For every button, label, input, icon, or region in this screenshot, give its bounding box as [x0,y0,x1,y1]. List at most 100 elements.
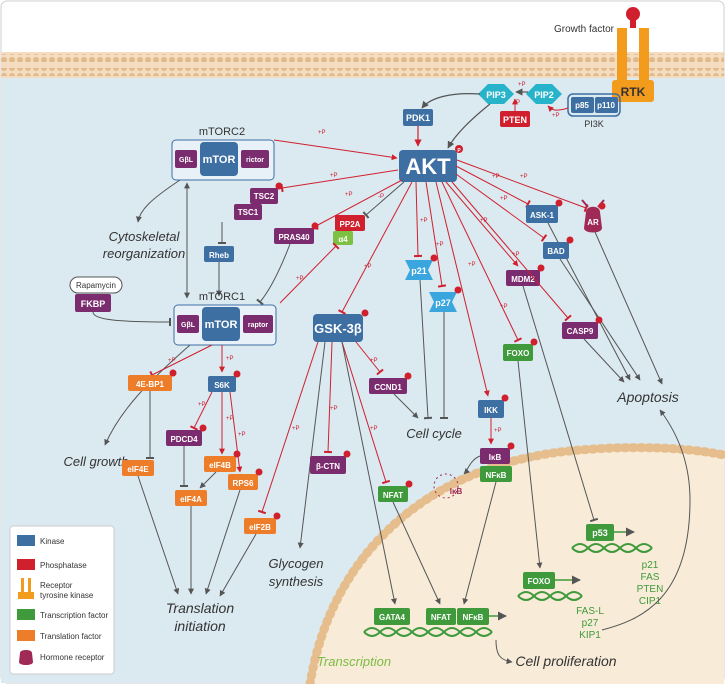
svg-text:+P: +P [512,252,520,258]
growth-factor-icon [626,7,640,21]
mtorc2-g8l-node [175,150,197,168]
growth-factor-label: Growth factor [554,24,615,35]
svg-text:+P: +P [500,304,508,310]
svg-text:MDM2: MDM2 [511,275,535,284]
cytoskeletal-label: Cytoskeletal [109,229,181,244]
mdm2-node [506,270,540,286]
mtorc1-g8l-node [177,315,199,333]
svg-text:+P: +P [420,218,428,224]
svg-text:4E-BP1: 4E-BP1 [136,380,165,389]
svg-text:FKBP: FKBP [81,299,106,309]
svg-text:AKT: AKT [405,154,451,179]
tsc2-node [250,188,278,204]
tsc1-node [234,204,262,220]
cell-proliferation-label: Cell proliferation [515,653,616,669]
svg-text:+P: +P [330,406,338,412]
nfat-cytoplasmic-node [378,486,408,502]
svg-text:+P: +P [520,174,528,180]
gata4-node [374,608,410,625]
p53-target-1: FAS [641,572,660,583]
foxo-nuclear-node [523,572,555,589]
rictor-node [241,150,269,168]
translation-initiation-label: Translation [166,600,234,616]
svg-text:p53: p53 [592,528,608,538]
svg-text:+P: +P [168,358,176,364]
p21-node [405,260,433,280]
alpha4-node [333,231,353,245]
p53-target-0: p21 [642,560,659,571]
svg-text:PTEN: PTEN [503,115,527,125]
svg-text:+P: +P [226,416,234,422]
cell-growth-label: Cell growth [63,454,128,469]
svg-text:+P: +P [500,196,508,202]
pi3k-label: PI3K [584,119,604,129]
svg-text:PP2A: PP2A [340,220,361,229]
svg-text:NFAT: NFAT [431,613,451,622]
svg-text:PDCD4: PDCD4 [170,435,198,444]
foxo-cytoplasmic-node [503,344,533,361]
svg-text:p85: p85 [575,101,589,110]
mtorc2-mtor-node [200,142,238,176]
p85-node [571,97,594,113]
svg-text:+P: +P [330,173,338,179]
receptor-icon [18,578,34,599]
svg-text:+P: +P [494,428,502,434]
pip3-node [478,84,514,104]
svg-text:FOXO: FOXO [507,349,530,358]
s6k-node [208,376,236,392]
ikb-node [480,448,510,464]
pp2a-node [335,215,365,231]
p53-target-2: PTEN [637,584,664,595]
svg-text:+P: +P [480,218,488,224]
legend-label-phosphatase: Phosphatase [40,561,87,570]
svg-text:eIF4E: eIF4E [127,465,149,474]
svg-text:+P: +P [345,192,353,198]
svg-text:+P: +P [238,432,246,438]
svg-text:reorganization: reorganization [103,246,185,261]
svg-text:+P: +P [518,82,526,88]
svg-text:+P: +P [364,264,372,270]
svg-text:GSK-3β: GSK-3β [314,321,362,336]
pip2-node [526,84,562,104]
pdk1-node [403,109,433,126]
phosphatase-swatch [17,559,35,570]
svg-text:p110: p110 [597,101,615,110]
apoptosis-label: Apoptosis [616,389,678,405]
ccnd1-node [369,378,407,394]
mtorc1-label: mTORC1 [199,291,245,303]
legend: Kinase Phosphatase Receptor tyrosine kin… [9,525,115,675]
svg-text:+P: +P [370,426,378,432]
ikb-degraded-icon: IκB [433,473,463,499]
bctn-node [310,456,346,474]
svg-text:FOXO: FOXO [528,577,551,586]
gsk3b-node [313,314,363,342]
svg-text:RPS6: RPS6 [233,479,254,488]
svg-text:eIF2B: eIF2B [249,523,271,532]
svg-text:GβL: GβL [179,157,194,164]
svg-text:GβL: GβL [181,322,196,329]
svg-text:eIF4A: eIF4A [180,495,202,504]
glycogen-synthesis-label: Glycogen [269,556,324,571]
nucleus [310,447,724,684]
ikb-degraded-label: IκB [450,487,463,496]
legend-label-transcription: Transcription factor [40,611,109,620]
raptor-node [243,315,273,333]
svg-text:+P: +P [318,130,326,136]
hormone-receptor-icon [19,650,33,665]
rheb-node [204,246,234,262]
svg-text:-P: -P [378,194,384,200]
svg-text:p21: p21 [411,266,427,276]
svg-text:synthesis: synthesis [269,574,324,589]
svg-text:CASP9: CASP9 [567,327,594,336]
svg-text:GATA4: GATA4 [379,613,405,622]
foxo-target-1: p27 [582,618,599,629]
legend-label-receptor: Receptor [40,581,73,590]
svg-text:NFκB: NFκB [463,613,484,622]
rtk-receptor: RTK [612,28,654,102]
svg-text:IKK: IKK [484,406,498,415]
svg-text:+P: +P [226,356,234,362]
translation-swatch [17,630,35,641]
svg-text:TSC1: TSC1 [238,208,259,217]
